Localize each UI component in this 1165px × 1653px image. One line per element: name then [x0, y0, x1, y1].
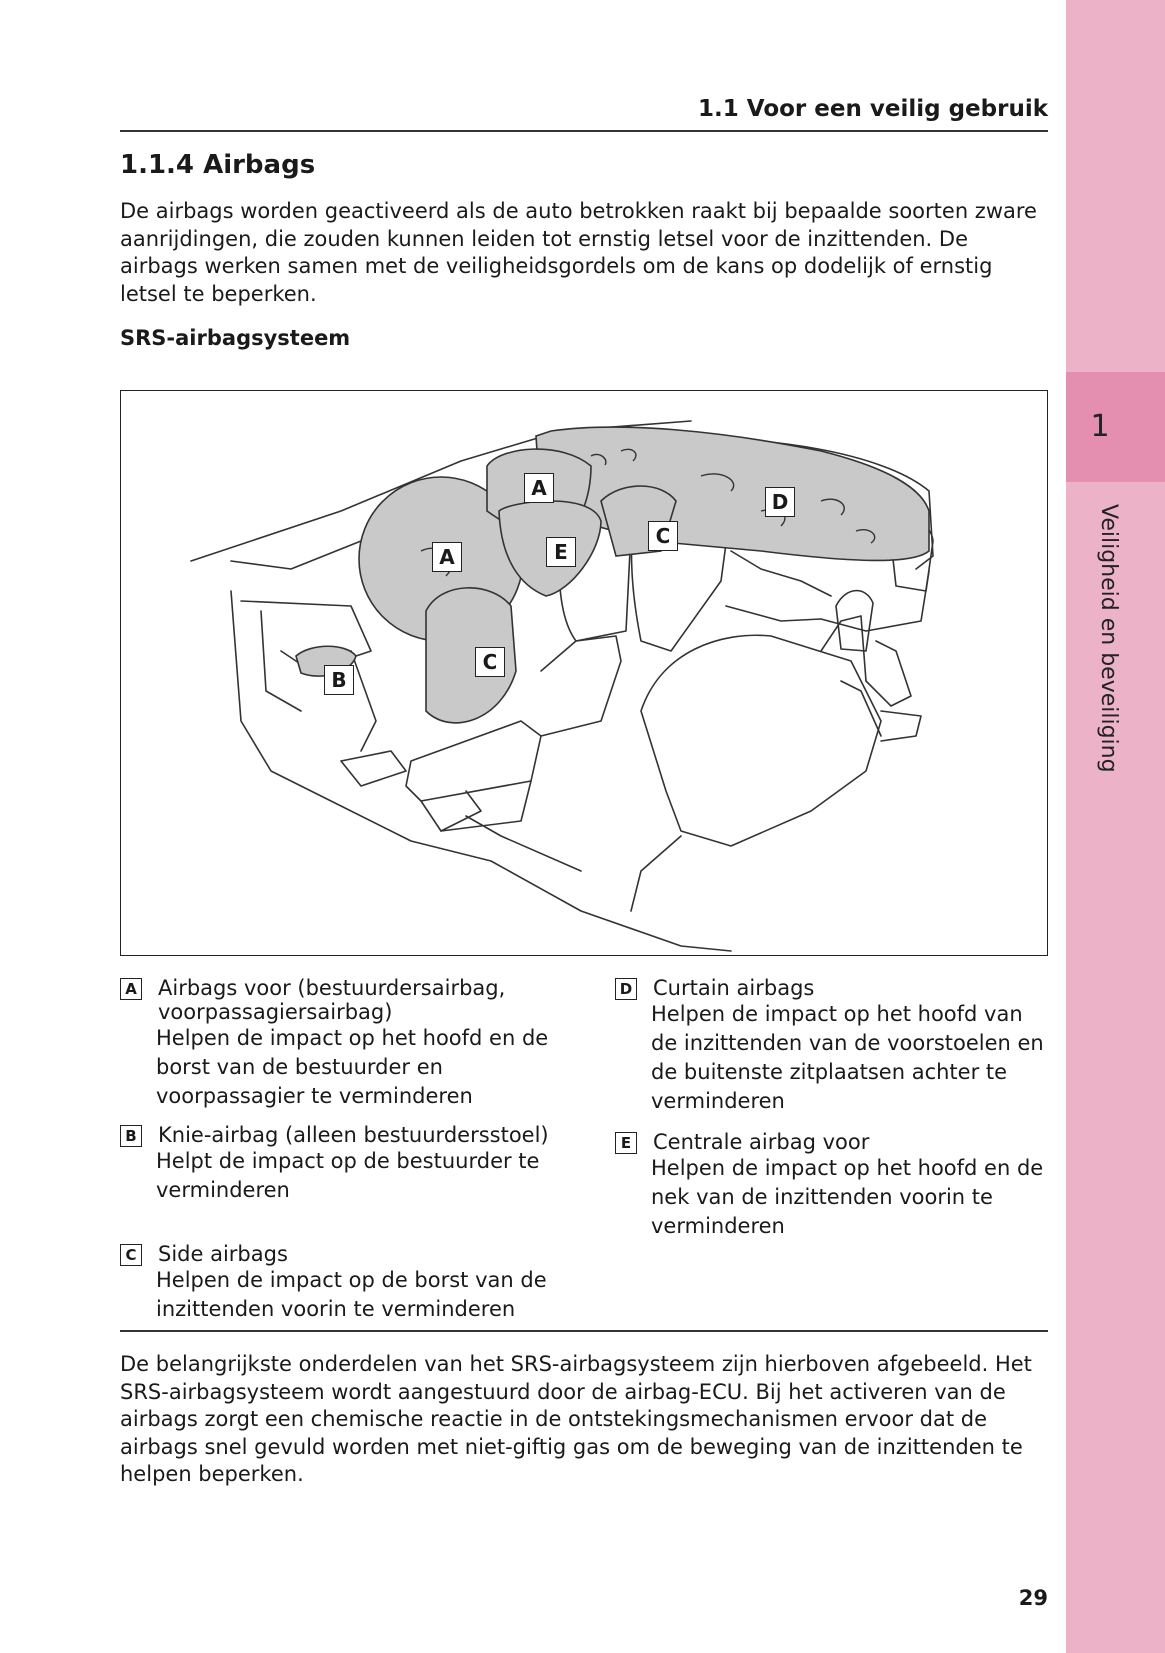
- legend-key: D: [615, 978, 637, 1000]
- legend-item-c: C Side airbags Helpen de impact op de bo…: [120, 1242, 550, 1324]
- chapter-tab: [1066, 372, 1165, 482]
- closing-paragraph: De belangrijkste onderdelen van het SRS-…: [120, 1352, 1032, 1486]
- callout-label: A: [432, 542, 462, 572]
- callout-label: A: [524, 473, 554, 503]
- legend-key: A: [120, 978, 142, 1000]
- legend-left-column: A Airbags voor (bestuurdersairbag, voorp…: [120, 976, 550, 1326]
- legend-item-e: E Centrale airbag voor Helpen de impact …: [615, 1130, 1045, 1241]
- legend-description: Helpen de impact op het hoofd en de bors…: [156, 1026, 549, 1108]
- callout-label: C: [475, 647, 505, 677]
- chapter-side-strip: [1066, 0, 1165, 1653]
- chapter-number: 1: [1090, 409, 1110, 444]
- legend-title: Centrale airbag voor: [653, 1130, 870, 1154]
- car-interior-illustration: [190, 420, 934, 952]
- bottom-rule: [120, 1330, 1048, 1332]
- page-number: 29: [1018, 1586, 1048, 1610]
- intro-paragraph: De airbags worden geactiveerd als de aut…: [120, 199, 1037, 306]
- legend-description: Helpen de impact op de borst van de inzi…: [156, 1268, 547, 1321]
- legend-title: Knie-airbag (alleen bestuurdersstoel): [158, 1123, 549, 1147]
- callout-label: C: [648, 521, 678, 551]
- section-title: 1.1.4 Airbags: [120, 150, 316, 180]
- legend-item-a: A Airbags voor (bestuurdersairbag, voorp…: [120, 976, 550, 1111]
- legend-description: Helpen de impact op het hoofd van de inz…: [651, 1002, 1044, 1113]
- legend-key: B: [120, 1125, 142, 1147]
- legend-title: Side airbags: [158, 1242, 288, 1266]
- legend-item-b: B Knie-airbag (alleen bestuurdersstoel) …: [120, 1123, 550, 1205]
- legend-title: Curtain airbags: [653, 976, 815, 1000]
- subheading: SRS-airbagsysteem: [120, 326, 351, 350]
- legend-key: C: [120, 1244, 142, 1266]
- callout-label: B: [324, 665, 354, 695]
- legend-item-d: D Curtain airbags Helpen de impact op he…: [615, 976, 1045, 1116]
- legend-description: Helpen de impact op het hoofd en de nek …: [651, 1156, 1044, 1238]
- legend-description: Helpt de impact op de bestuurder te verm…: [156, 1149, 540, 1202]
- legend-right-column: D Curtain airbags Helpen de impact op he…: [615, 976, 1045, 1256]
- legend-key: E: [615, 1132, 637, 1154]
- header-rule: [120, 130, 1048, 132]
- chapter-title: Veiligheid en beveiliging: [1096, 504, 1121, 773]
- airbag-system-figure: A A E C D C B: [120, 390, 1048, 956]
- legend-title: Airbags voor (bestuurdersairbag, voorpas…: [158, 976, 506, 1024]
- callout-label: D: [765, 487, 795, 517]
- callout-label: E: [546, 537, 576, 567]
- running-header: 1.1 Voor een veilig gebruik: [698, 96, 1048, 122]
